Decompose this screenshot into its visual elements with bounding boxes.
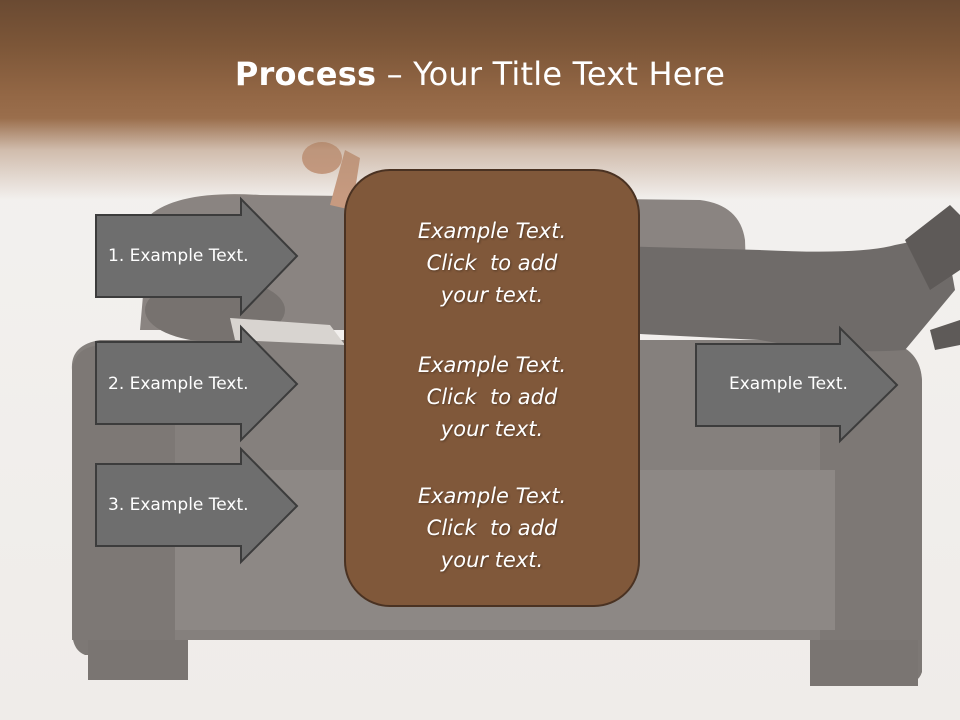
arrow-step-3-label: 3. Example Text. xyxy=(108,495,249,515)
arrow-shape xyxy=(95,324,299,443)
center-text-block-1[interactable]: Example Text. Click to add your text. xyxy=(346,215,638,311)
center-block-2-line1: Example Text. xyxy=(417,353,567,377)
center-text-block-2[interactable]: Example Text. Click to add your text. xyxy=(346,349,638,445)
arrow-step-2[interactable]: 2. Example Text. xyxy=(95,324,299,443)
arrow-shape xyxy=(95,196,299,317)
center-block-1-line3: your text. xyxy=(440,283,544,307)
arrow-output[interactable]: Example Text. xyxy=(695,325,899,444)
arrow-shape xyxy=(95,446,299,565)
arrow-output-label: Example Text. xyxy=(729,374,848,394)
title-rest: – Your Title Text Here xyxy=(376,55,726,93)
center-text-block-3[interactable]: Example Text. Click to add your text. xyxy=(346,480,638,576)
title-banner xyxy=(0,0,960,200)
center-block-3-line2: Click to add xyxy=(426,516,558,540)
center-block-1-line2: Click to add xyxy=(426,251,558,275)
arrow-shape xyxy=(695,325,899,444)
arrow-step-1-label: 1. Example Text. xyxy=(108,246,249,266)
arrow-step-3[interactable]: 3. Example Text. xyxy=(95,446,299,565)
arrow-step-2-label: 2. Example Text. xyxy=(108,374,249,394)
center-block-1-line1: Example Text. xyxy=(417,219,567,243)
center-block-2-line2: Click to add xyxy=(426,385,558,409)
center-block-3-line1: Example Text. xyxy=(417,484,567,508)
page-title: Process – Your Title Text Here xyxy=(0,52,960,96)
arrow-step-1[interactable]: 1. Example Text. xyxy=(95,196,299,317)
title-bold: Process xyxy=(234,55,377,93)
center-content-box[interactable]: Example Text. Click to add your text. Ex… xyxy=(344,169,640,607)
center-block-2-line3: your text. xyxy=(440,417,544,441)
center-block-3-line3: your text. xyxy=(440,548,544,572)
